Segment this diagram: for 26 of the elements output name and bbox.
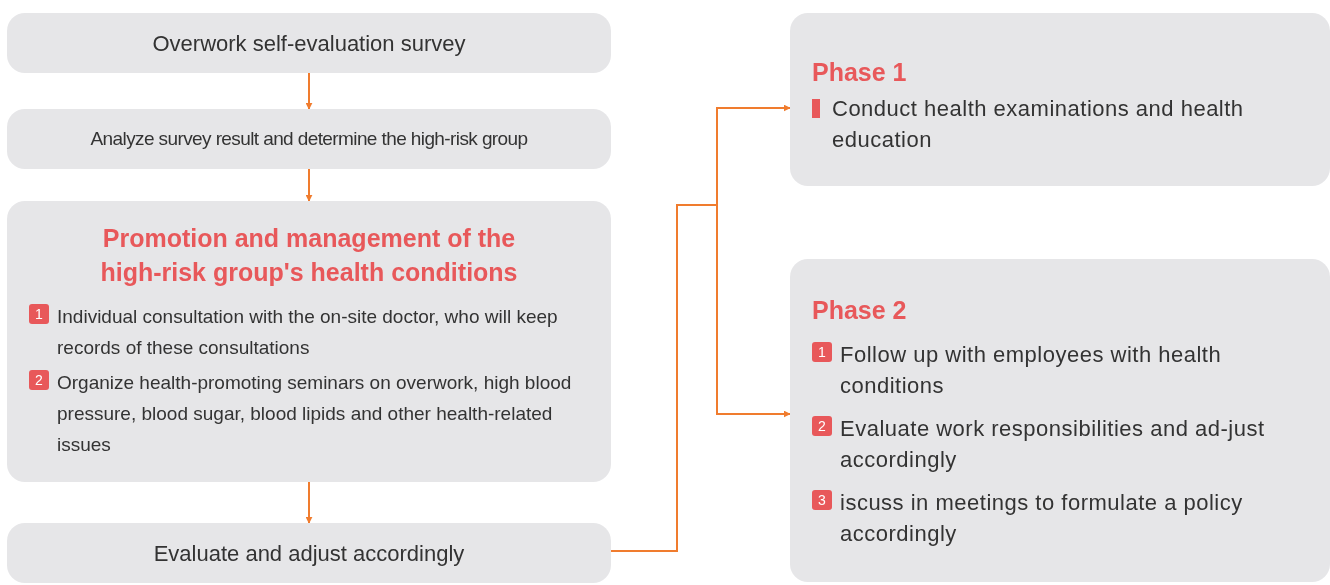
step-text: Overwork self-evaluation survey <box>152 29 466 58</box>
list-item-text: Evaluate work responsibilities and ad-just accordingly <box>840 415 1266 474</box>
connector-arrow <box>305 72 313 110</box>
number-badge: 2 <box>29 370 49 390</box>
content-card <box>790 259 1330 582</box>
step-text: Evaluate and adjust accordingly <box>153 539 465 568</box>
content-card <box>790 13 1330 186</box>
phase-heading: Phase 1 <box>812 57 908 88</box>
phase-heading: Phase 2 <box>812 295 908 326</box>
process-box <box>7 109 611 169</box>
process-box <box>7 523 611 583</box>
process-box <box>7 13 611 73</box>
content-card <box>7 201 611 482</box>
number-badge: 1 <box>29 304 49 324</box>
list-item-text: Follow up with employees with health conditions <box>840 341 1223 400</box>
number-badge: 1 <box>812 342 832 362</box>
list-item-text: Individual consultation with the on-site doctor, who will keep records of these consultations <box>57 305 559 360</box>
step-text: Analyze survey result and determine the high-risk group <box>90 126 528 151</box>
connector-arrow <box>305 481 313 524</box>
list-item-text: iscuss in meetings to formulate a policy accordingly <box>840 489 1244 548</box>
connector-arrow <box>305 168 313 202</box>
list-item-text: Organize health-promoting seminars on overwork, high blood pressure, blood sugar, blood lipids and other health-related issues <box>57 371 573 457</box>
list-item-text: Conduct health examinations and health education <box>832 95 1245 154</box>
number-badge: 2 <box>812 416 832 436</box>
section-heading: Promotion and management of the high-risk group's health conditions <box>99 223 519 288</box>
number-badge: 3 <box>812 490 832 510</box>
